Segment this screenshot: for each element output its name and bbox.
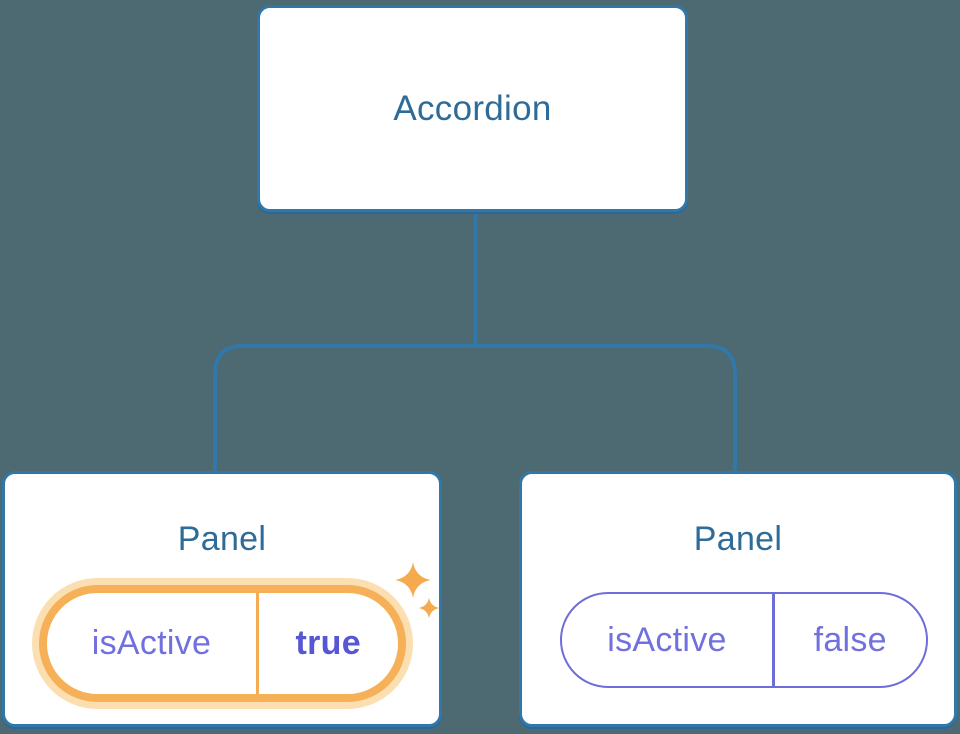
state-pill-inactive: isActive false (560, 592, 928, 688)
panel-node-active: Panel isActive true (2, 471, 442, 727)
state-key: isActive (607, 620, 727, 659)
state-key: isActive (91, 624, 212, 662)
state-value: true (295, 624, 361, 662)
pill-divider (772, 594, 775, 686)
accordion-node: Accordion (257, 5, 688, 212)
panel-title: Panel (177, 520, 267, 558)
panel-title: Panel (693, 520, 783, 558)
accordion-label: Accordion (393, 88, 552, 128)
sparkles-icon (395, 562, 440, 619)
pill-divider (256, 593, 259, 694)
state-pill-active: isActive true (39, 585, 406, 702)
panel-node-inactive: Panel isActive false (519, 471, 957, 727)
state-value: false (813, 620, 887, 659)
